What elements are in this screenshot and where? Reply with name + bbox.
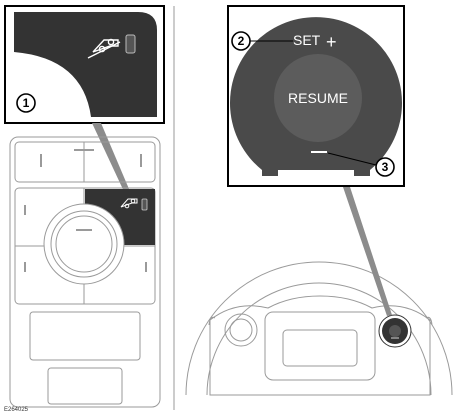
callout-1-label: 1 [23,96,30,110]
callout-2-label: 2 [238,34,245,48]
resume-button [274,54,362,142]
hill-descent-icon [87,38,121,59]
reference-code: E264025 [4,407,29,413]
callout-1: 1 [16,93,36,113]
callout-3-label: 3 [382,160,389,174]
inset-cruise-controls: RESUME SET + [227,5,405,187]
wheel-cruise-button [378,314,412,348]
terrain-dial [43,203,125,285]
set-plus-symbol: + [326,32,337,52]
set-label: SET [293,32,321,48]
callout-2: 2 [231,31,293,51]
leader-inset-1 [92,123,132,198]
steering-wheel [185,261,453,396]
resume-label: RESUME [288,90,348,106]
leader-inset-controls [343,187,392,316]
indicator-lamp [125,34,136,54]
callout-3: 3 [327,152,395,177]
